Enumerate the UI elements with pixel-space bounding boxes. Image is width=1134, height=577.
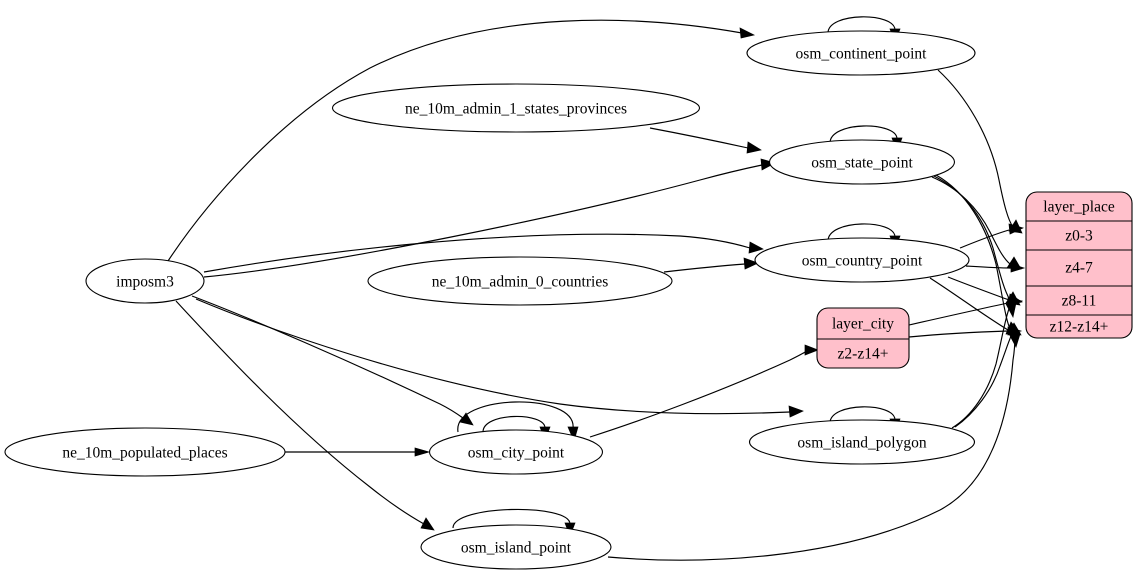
edge-imposm3-to-osm_island_point: [175, 300, 425, 525]
edge-osm_state_point-to-layer_place-z4-7: [931, 176, 1011, 265]
edge-osm_country_point-to-layer_place-z8-11: [947, 276, 1010, 301]
edge-imposm3-to-osm_country_point: [203, 233, 751, 273]
layer_city-body[interactable]: [816, 307, 910, 369]
node-shape-ellipse[interactable]: [331, 83, 701, 133]
node-osm_island_point[interactable]: osm_island_point: [420, 524, 612, 570]
node-label-ne_10m_admin_1_states_provinces: ne_10m_admin_1_states_provinces: [405, 101, 627, 118]
node-layer: imposm3 ne_10m_admin_1_states_provinces …: [4, 30, 1133, 570]
node-ne_10m_populated_places[interactable]: ne_10m_populated_places: [4, 427, 286, 477]
node-imposm3[interactable]: imposm3: [85, 258, 205, 304]
edge-osm_island_polygon-to-layer_place-z8-11: [951, 305, 1011, 429]
edge-osm_island_polygon-self-loop: [829, 406, 896, 424]
layer_place-title: layer_place: [1043, 199, 1115, 216]
edge-osm_island_point-to-layer_place-z12-z14: [607, 333, 1016, 561]
arrowhead-icon: [760, 158, 776, 171]
arrowhead-icon: [739, 27, 756, 39]
layer_city-row-z2-z14[interactable]: z2-z14+: [838, 346, 889, 363]
node-shape-ellipse[interactable]: [748, 419, 976, 465]
node-shape-ellipse[interactable]: [85, 258, 205, 304]
arrowhead-icon: [420, 517, 435, 531]
node-osm_country_point[interactable]: osm_country_point: [754, 237, 970, 283]
node-shape-ellipse[interactable]: [420, 524, 612, 570]
edge-ne_10m_admin_1_states_provinces-to-osm_state_point: [649, 127, 749, 149]
arrowhead-icon: [804, 344, 819, 356]
node-layer_city[interactable]: layer_city z2-z14+: [816, 307, 910, 369]
arrowhead-icon: [746, 141, 762, 154]
edge-osm_country_point-to-layer_place-z0-3: [959, 229, 1010, 249]
node-shape-ellipse[interactable]: [367, 256, 673, 306]
node-label-osm_continent_point: osm_continent_point: [796, 46, 928, 63]
edge-imposm3-to-osm_state_point: [203, 164, 763, 278]
edge-osm_island_point-self-loop: [452, 508, 571, 529]
arrowhead-icon: [788, 405, 804, 418]
node-osm_city_point[interactable]: osm_city_point: [428, 429, 604, 475]
layer_place-row-z4-7[interactable]: z4-7: [1065, 260, 1093, 277]
node-label-ne_10m_admin_0_countries: ne_10m_admin_0_countries: [432, 274, 609, 291]
node-shape-ellipse[interactable]: [768, 139, 956, 185]
arrowhead-icon: [567, 426, 579, 443]
arrowhead-icon: [743, 257, 759, 270]
arrowhead-icon: [1005, 302, 1017, 319]
node-shape-ellipse[interactable]: [4, 427, 286, 477]
edge-osm_country_point-to-layer_place-z12-z14: [929, 277, 1009, 331]
node-shape-ellipse[interactable]: [754, 237, 970, 283]
edge-osm_city_point-self-loop-inner: [482, 415, 546, 433]
node-osm_state_point[interactable]: osm_state_point: [768, 139, 956, 185]
edge-imposm3-to-osm_island_polygon: [195, 298, 791, 415]
node-ne_10m_admin_1_states_provinces[interactable]: ne_10m_admin_1_states_provinces: [331, 83, 701, 133]
node-label-ne_10m_populated_places: ne_10m_populated_places: [62, 445, 227, 462]
edge-layer_city-to-layer_place-z8-11: [908, 302, 1009, 326]
layer_place-body[interactable]: [1025, 191, 1133, 339]
edge-osm_state_point-to-layer_place-z8-11: [933, 175, 1011, 301]
node-osm_continent_point[interactable]: osm_continent_point: [746, 30, 976, 76]
node-label-osm_island_polygon: osm_island_polygon: [797, 435, 926, 452]
node-label-osm_state_point: osm_state_point: [811, 155, 913, 172]
edge-osm_island_polygon-to-layer_place-z12-z14: [954, 333, 1013, 428]
arrowhead-icon: [1009, 333, 1021, 348]
edge-imposm3-to-osm_city_point: [191, 295, 464, 419]
node-label-osm_city_point: osm_city_point: [468, 445, 565, 462]
node-label-imposm3: imposm3: [116, 274, 174, 291]
layer_place-row-z8-11[interactable]: z8-11: [1062, 293, 1097, 310]
node-label-osm_island_point: osm_island_point: [461, 540, 572, 557]
edge-osm_country_point-to-layer_place-z4-7: [965, 265, 1012, 269]
edge-ne_10m_admin_0_countries-to-osm_country_point: [663, 263, 746, 273]
node-osm_island_polygon[interactable]: osm_island_polygon: [748, 419, 976, 465]
layer_city-title: layer_city: [832, 316, 894, 333]
edge-layer_city-to-layer_place-z12-z14: [908, 330, 1009, 338]
arrowhead-icon: [1008, 223, 1025, 235]
edge-osm_state_point-self-loop: [829, 125, 898, 144]
edge-osm_state_point-to-layer_place-z12-z14: [935, 174, 1012, 332]
node-label-osm_country_point: osm_country_point: [802, 253, 923, 270]
node-ne_10m_admin_0_countries[interactable]: ne_10m_admin_0_countries: [367, 256, 673, 306]
arrowhead-icon: [414, 447, 431, 457]
node-shape-ellipse[interactable]: [428, 429, 604, 475]
edge-osm_city_point-self-loop-outer: [457, 401, 574, 433]
node-shape-ellipse[interactable]: [746, 30, 976, 76]
edge-imposm3-to-osm_continent_point: [167, 19, 743, 262]
edge-osm_country_point-self-loop: [827, 223, 896, 242]
edge-osm_city_point-to-layer_city-z2-z14: [589, 350, 808, 438]
layer_place-row-z12-z14[interactable]: z12-z14+: [1050, 319, 1109, 336]
layer_place-row-z0-3[interactable]: z0-3: [1065, 228, 1093, 245]
node-layer_place[interactable]: layer_place z0-3 z4-7 z8-11 z12-z14+: [1025, 191, 1133, 339]
edge-osm_continent_point-self-loop: [827, 16, 896, 34]
arrowhead-icon: [1010, 263, 1026, 273]
edge-osm_continent_point-to-layer_place-z0-3: [937, 69, 1014, 228]
arrowhead-icon: [748, 241, 764, 254]
